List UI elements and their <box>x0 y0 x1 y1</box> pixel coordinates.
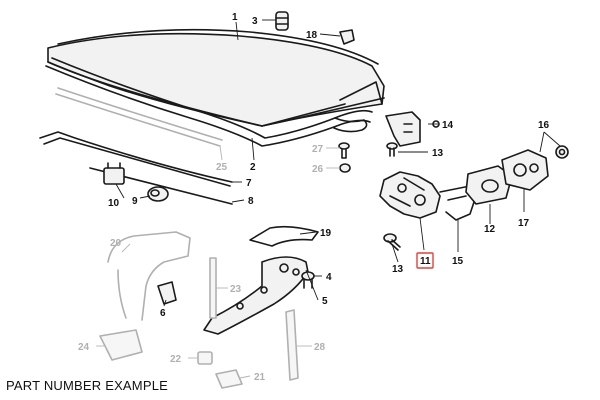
callout-19: 19 <box>320 228 332 239</box>
callout-9: 9 <box>132 196 138 207</box>
callout-23: 23 <box>230 284 242 295</box>
callout-12: 12 <box>484 224 496 235</box>
bracket-part-14 <box>385 111 440 147</box>
callout-13-upper: 13 <box>432 148 444 159</box>
gas-strut-part-28 <box>285 309 299 381</box>
callout-8: 8 <box>248 196 254 207</box>
fastener-part-22 <box>197 351 213 365</box>
callout-16: 16 <box>538 120 550 131</box>
hinge-part-19 <box>249 225 319 247</box>
clip-part-10 <box>103 162 125 185</box>
callout-18: 18 <box>306 30 318 41</box>
highlight-box-11 <box>416 252 434 269</box>
callout-20: 20 <box>110 238 122 249</box>
bolt-part-13-lower <box>383 233 401 251</box>
hinge-arm-part-5 <box>203 256 309 335</box>
trunk-lock-part-11 <box>379 171 441 219</box>
callout-2: 2 <box>250 162 256 173</box>
screw-part-27 <box>338 142 350 159</box>
buffer-part-3 <box>275 11 289 31</box>
weatherstrip-part-2 <box>45 57 373 147</box>
callout-labels: 1 2 3 18 25 7 8 10 9 27 26 14 13 16 17 1… <box>78 12 550 383</box>
striker-part-15 <box>439 185 477 221</box>
leader-lines <box>96 19 561 379</box>
nut-part-26 <box>339 163 351 173</box>
bolt-part-13-upper <box>386 142 398 157</box>
torsion-rod-part-7 <box>39 131 233 187</box>
callout-6: 6 <box>160 308 166 319</box>
retainer-part-16 <box>555 145 569 159</box>
callout-22: 22 <box>170 354 182 365</box>
part-number-caption: PART NUMBER EXAMPLE <box>6 378 169 393</box>
strip-part-25 <box>55 87 223 147</box>
callout-28: 28 <box>314 342 326 353</box>
callout-26: 26 <box>312 164 324 175</box>
latch-plate-part-12 <box>465 165 513 205</box>
callout-17: 17 <box>518 218 530 229</box>
clip-part-18 <box>339 29 355 45</box>
callout-13-lower: 13 <box>392 264 404 275</box>
lock-cylinder-part-17 <box>501 149 549 191</box>
callout-15: 15 <box>452 256 464 267</box>
callout-5: 5 <box>322 296 328 307</box>
callout-25: 25 <box>216 162 228 173</box>
fastener-part-21 <box>215 369 243 389</box>
hinge-part-20 <box>107 231 191 321</box>
bracket-part-6 <box>157 281 177 305</box>
gas-strut-part-23 <box>209 257 217 319</box>
grommet-part-9 <box>147 186 169 202</box>
callout-21: 21 <box>254 372 266 383</box>
callout-3: 3 <box>252 16 258 27</box>
callout-24: 24 <box>78 342 90 353</box>
callout-14: 14 <box>442 120 454 131</box>
callout-11: 11 <box>420 256 431 267</box>
bumper-part-24 <box>99 329 143 361</box>
trunk-lid-part-1 <box>47 28 385 127</box>
callout-1: 1 <box>232 12 238 23</box>
callout-10: 10 <box>108 198 120 209</box>
callout-27: 27 <box>312 144 324 155</box>
callout-7: 7 <box>246 178 252 189</box>
callout-4: 4 <box>326 272 332 283</box>
